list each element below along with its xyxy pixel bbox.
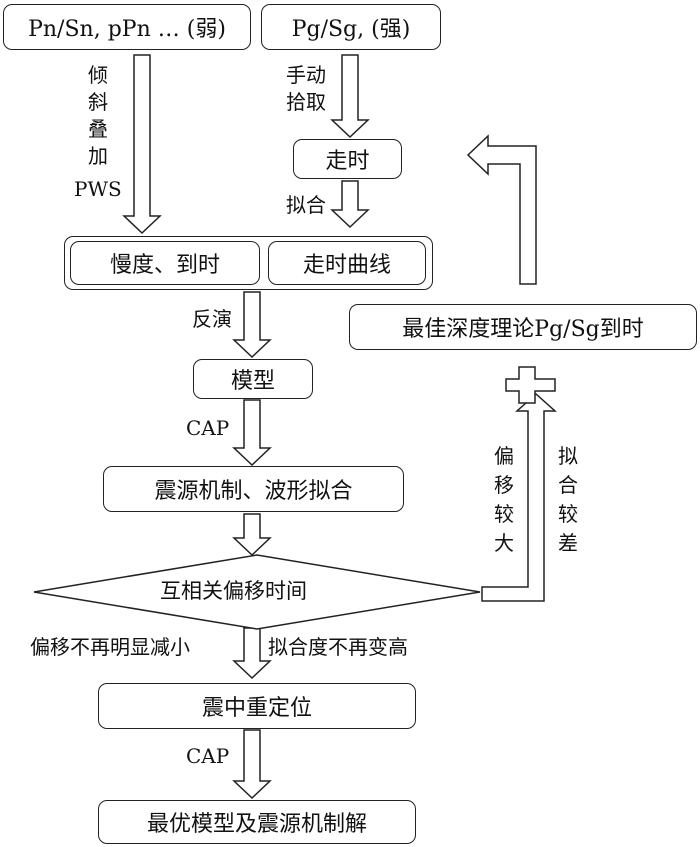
box-best-model: 最优模型及震源机制解 [98,800,416,844]
arrow-diamond-to-plus [481,392,557,602]
box-travel-curve: 走时曲线 [268,241,426,285]
arrow-weak-to-slowness [122,54,162,235]
diamond-label: 互相关偏移时间 [160,579,307,603]
arrow-relocation-to-bestmodel [232,729,272,800]
label-offset-large: 偏 移 较 大 [494,444,514,555]
plus-symbol [505,366,556,404]
box-model: 模型 [193,359,313,399]
arrow-strong-to-traveltime [330,54,370,139]
arrow-diamond-to-relocation [232,627,272,680]
box-weak-phases: Pn/Sn, pPn … (弱) [3,4,251,50]
box-slowness-arrival: 慢度、到时 [70,241,260,285]
label-pws: PWS [74,177,122,201]
box-strong-phases: Pg/Sg, (强) [261,4,441,50]
arrow-traveltime-to-curve [330,180,370,229]
box-travel-time: 走时 [293,139,402,179]
label-slant-stack: 倾 斜 叠 加 [88,63,108,168]
label-manual-pick: 手动 拾取 [286,63,326,114]
label-cap-1: CAP [186,416,230,440]
decision-diamond [33,554,481,630]
arrow-model-to-mechanism [232,399,272,467]
label-fit-poor: 拟 合 较 差 [558,444,578,555]
label-fit-not-increasing: 拟合度不再变高 [268,635,408,659]
arrow-group-to-model [232,291,272,359]
label-inversion: 反演 [192,307,232,331]
arrow-mechanism-to-diamond [232,513,272,557]
box-best-depth-arrival: 最佳深度理论Pg/Sg到时 [349,304,697,350]
box-mechanism-waveform: 震源机制、波形拟合 [103,466,404,512]
label-offset-not-decreasing: 偏移不再明显减小 [30,635,190,659]
label-cap-2: CAP [186,744,230,768]
label-fit: 拟合 [286,193,326,217]
arrow-bestdepth-to-traveltime [466,134,537,285]
box-relocation: 震中重定位 [98,683,416,729]
